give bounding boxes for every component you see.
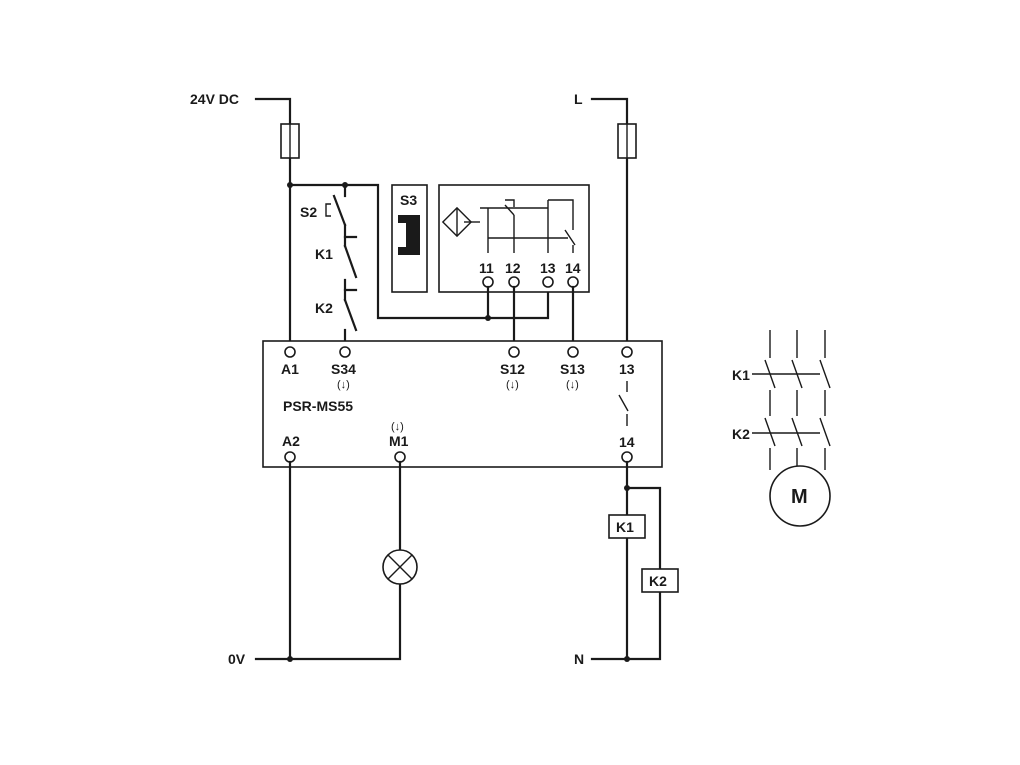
m1-arrow-mark: (↓) <box>391 421 404 433</box>
terminal-relay-14 <box>621 451 633 463</box>
terminal-11 <box>482 276 494 288</box>
supply-n-label: N <box>574 651 584 667</box>
a2-to-0v-wire <box>254 460 292 661</box>
supply-24vdc-label: 24V DC <box>190 91 239 107</box>
relay-name: PSR-MS55 <box>283 398 353 414</box>
s34-arrow-mark: (↓) <box>337 379 350 391</box>
junction-dot <box>287 656 293 662</box>
terminal-12 <box>508 276 520 288</box>
terminal-14-label: 14 <box>565 260 581 276</box>
k1-to-n-wire <box>590 536 629 661</box>
s2-pushbutton-icon <box>325 203 331 217</box>
relay-14-label: 14 <box>619 434 635 450</box>
k2-contact-label: K2 <box>315 300 333 316</box>
terminal-relay-13 <box>621 346 633 358</box>
terminal-s34 <box>339 346 351 358</box>
terminal-11-label: 11 <box>479 260 494 276</box>
motor-contactor-k2 <box>752 417 831 470</box>
terminal-a2 <box>284 451 296 463</box>
terminal-13 <box>542 276 554 288</box>
s13-label: S13 <box>560 361 585 377</box>
junction-dot <box>287 182 293 188</box>
motor-contactor-k1 <box>752 330 831 416</box>
terminal-a1 <box>284 346 296 358</box>
motor-k2-label: K2 <box>732 426 750 442</box>
m1-label: M1 <box>389 433 409 449</box>
s3-actuator-icon <box>398 215 420 255</box>
feedback-chain <box>332 183 358 343</box>
junction-dot <box>624 656 630 662</box>
safety-switch-internals <box>441 199 576 253</box>
relay-output-contact <box>618 381 629 426</box>
indicator-lamp-icon <box>382 549 418 585</box>
a2-label: A2 <box>282 433 300 449</box>
s34-label: S34 <box>331 361 356 377</box>
k1-coil-label: K1 <box>616 519 634 535</box>
terminal-s12 <box>508 346 520 358</box>
k1-coil <box>608 514 646 539</box>
terminal-12-label: 12 <box>505 260 521 276</box>
relay-module <box>262 340 663 468</box>
s2-label: S2 <box>300 204 317 220</box>
a1-label: A1 <box>281 361 299 377</box>
supply-l-label: L <box>574 91 583 107</box>
motor-symbol <box>769 465 831 527</box>
terminal-s13 <box>567 346 579 358</box>
lamp-return-wire <box>288 583 402 661</box>
k2-coil <box>641 568 679 593</box>
terminal-14 <box>567 276 579 288</box>
k1-contact-label: K1 <box>315 246 333 262</box>
k2-branch-wire <box>625 486 662 571</box>
junction-dot <box>624 485 630 491</box>
input-bus-wire <box>288 183 550 320</box>
s3-label: S3 <box>400 192 417 208</box>
motor-k1-label: K1 <box>732 367 750 383</box>
k2-coil-label: K2 <box>649 573 667 589</box>
s13-arrow-mark: (↓) <box>566 379 579 391</box>
k2-to-n-wire <box>625 589 662 661</box>
terminal-m1 <box>394 451 406 463</box>
l-feed-wire <box>590 97 629 343</box>
supply-0v-label: 0V <box>228 651 246 667</box>
motor-label: M <box>791 486 808 508</box>
s12-label: S12 <box>500 361 525 377</box>
relay-13-label: 13 <box>619 361 635 377</box>
terminal-13-label: 13 <box>540 260 556 276</box>
s12-arrow-mark: (↓) <box>506 379 519 391</box>
